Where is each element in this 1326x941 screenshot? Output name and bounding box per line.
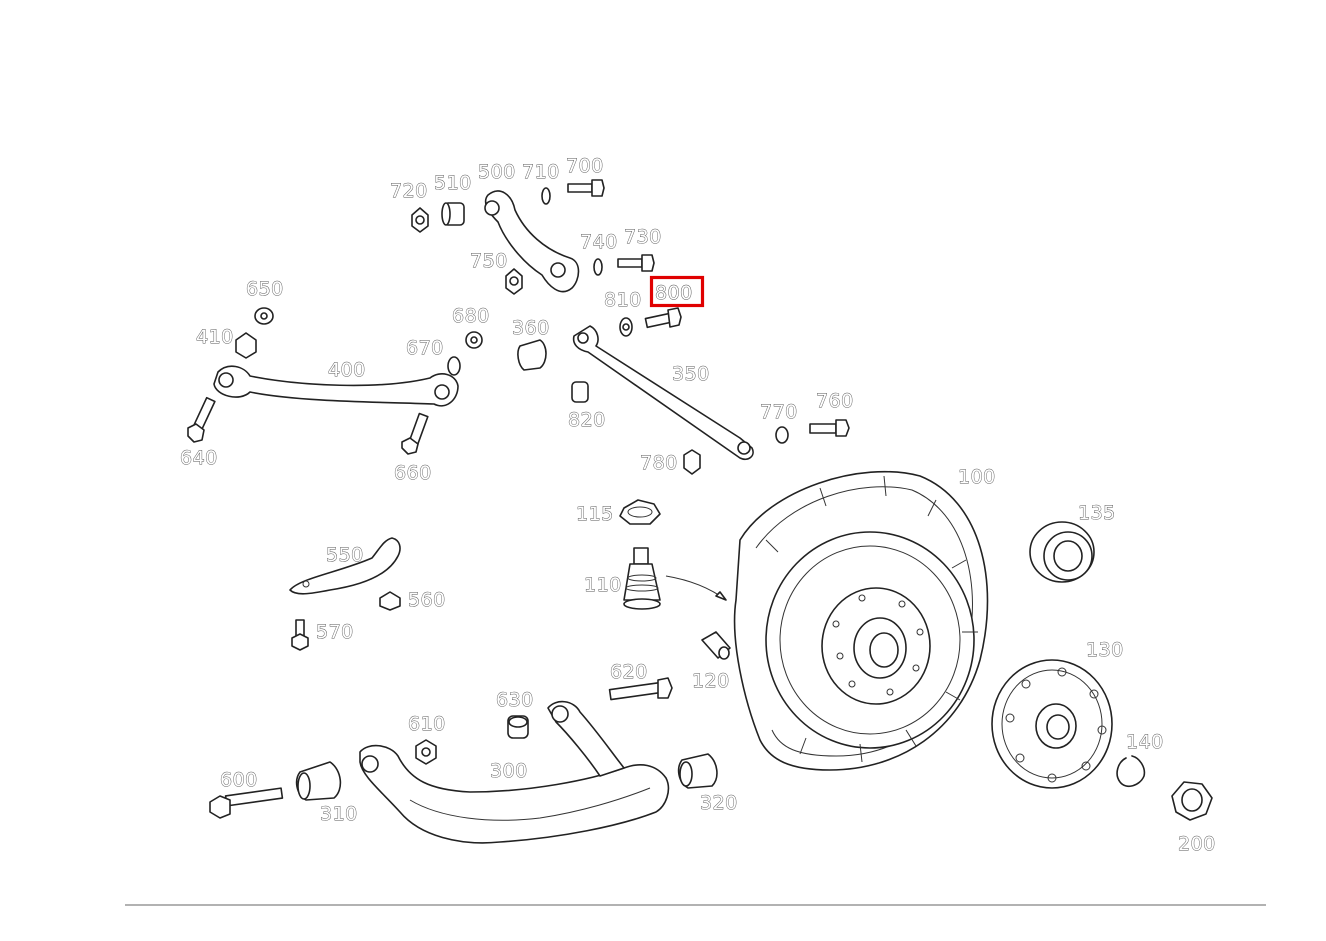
washer-650[interactable] bbox=[254, 307, 274, 325]
bolt-800[interactable] bbox=[644, 307, 682, 329]
label-680[interactable]: 680 bbox=[452, 305, 490, 328]
label-300[interactable]: 300 bbox=[490, 760, 528, 783]
bolt-730[interactable] bbox=[617, 254, 655, 272]
label-620[interactable]: 620 bbox=[610, 661, 648, 684]
link-350[interactable] bbox=[572, 325, 754, 461]
label-115[interactable]: 115 bbox=[576, 503, 614, 526]
label-760[interactable]: 760 bbox=[816, 390, 854, 413]
label-740[interactable]: 740 bbox=[580, 231, 618, 254]
sleeve-120[interactable] bbox=[701, 631, 731, 660]
label-560[interactable]: 560 bbox=[408, 589, 446, 612]
nut-780[interactable] bbox=[683, 449, 701, 475]
nut-200[interactable] bbox=[1171, 781, 1213, 821]
carrier-100[interactable] bbox=[733, 470, 989, 771]
label-670[interactable]: 670 bbox=[406, 337, 444, 360]
washer-740[interactable] bbox=[593, 258, 603, 276]
arm-400[interactable] bbox=[213, 365, 459, 407]
label-650[interactable]: 650 bbox=[246, 278, 284, 301]
label-500[interactable]: 500 bbox=[478, 161, 516, 184]
nut-720[interactable] bbox=[411, 207, 429, 233]
label-720[interactable]: 720 bbox=[390, 180, 428, 203]
label-360[interactable]: 360 bbox=[512, 317, 550, 340]
label-710[interactable]: 710 bbox=[522, 161, 560, 184]
nut-610[interactable] bbox=[415, 739, 437, 765]
label-310[interactable]: 310 bbox=[320, 803, 358, 826]
bushing-360[interactable] bbox=[517, 339, 547, 371]
bolt-660[interactable] bbox=[401, 412, 429, 455]
bracket-550[interactable] bbox=[289, 537, 401, 595]
label-410[interactable]: 410 bbox=[196, 326, 234, 349]
label-135[interactable]: 135 bbox=[1078, 502, 1116, 525]
nut-115[interactable] bbox=[619, 499, 661, 525]
label-140[interactable]: 140 bbox=[1126, 731, 1164, 754]
screw-570[interactable] bbox=[291, 619, 309, 651]
nut-410[interactable] bbox=[235, 332, 257, 359]
hub-130[interactable] bbox=[991, 659, 1113, 789]
label-110[interactable]: 110 bbox=[584, 574, 622, 597]
bolt-620[interactable] bbox=[608, 677, 673, 701]
washer-770[interactable] bbox=[775, 426, 789, 444]
label-640[interactable]: 640 bbox=[180, 447, 218, 470]
bearing-135[interactable] bbox=[1029, 521, 1095, 583]
label-100[interactable]: 100 bbox=[958, 466, 996, 489]
label-120[interactable]: 120 bbox=[692, 670, 730, 693]
upper-arm-500[interactable] bbox=[484, 190, 580, 293]
label-130[interactable]: 130 bbox=[1086, 639, 1124, 662]
label-510[interactable]: 510 bbox=[434, 172, 472, 195]
label-630[interactable]: 630 bbox=[496, 689, 534, 712]
label-820[interactable]: 820 bbox=[568, 409, 606, 432]
washer-680[interactable] bbox=[465, 331, 483, 349]
label-800[interactable]: 800 bbox=[655, 282, 693, 305]
label-750[interactable]: 750 bbox=[470, 250, 508, 273]
nut-750[interactable] bbox=[505, 268, 523, 295]
label-810[interactable]: 810 bbox=[604, 289, 642, 312]
label-610[interactable]: 610 bbox=[408, 713, 446, 736]
bolt-600[interactable] bbox=[209, 787, 284, 819]
label-770[interactable]: 770 bbox=[760, 401, 798, 424]
label-730[interactable]: 730 bbox=[624, 226, 662, 249]
bushing-510[interactable] bbox=[441, 202, 465, 226]
label-350[interactable]: 350 bbox=[672, 363, 710, 386]
label-200[interactable]: 200 bbox=[1178, 833, 1216, 856]
label-660[interactable]: 660 bbox=[394, 462, 432, 485]
label-320[interactable]: 320 bbox=[700, 792, 738, 815]
washer-710[interactable] bbox=[541, 187, 551, 205]
label-400[interactable]: 400 bbox=[328, 359, 366, 382]
label-780[interactable]: 780 bbox=[640, 452, 678, 475]
washer-670[interactable] bbox=[447, 356, 461, 376]
arm-300[interactable] bbox=[359, 700, 670, 844]
ball-joint-110[interactable] bbox=[623, 547, 661, 610]
bolt-640[interactable] bbox=[187, 396, 216, 443]
nut-560[interactable] bbox=[379, 591, 401, 611]
washer-810[interactable] bbox=[619, 317, 633, 337]
bolt-760[interactable] bbox=[809, 419, 850, 437]
bushing-310[interactable] bbox=[295, 761, 342, 801]
label-700[interactable]: 700 bbox=[566, 155, 604, 178]
label-570[interactable]: 570 bbox=[316, 621, 354, 644]
bolt-700[interactable] bbox=[567, 179, 605, 197]
sleeve-820[interactable] bbox=[571, 381, 589, 403]
circlip-140[interactable] bbox=[1116, 755, 1146, 788]
label-600[interactable]: 600 bbox=[220, 769, 258, 792]
label-550[interactable]: 550 bbox=[326, 544, 364, 567]
sleeve-630[interactable] bbox=[507, 715, 529, 739]
bushing-320[interactable] bbox=[677, 753, 718, 789]
highlight-box bbox=[649, 275, 705, 308]
